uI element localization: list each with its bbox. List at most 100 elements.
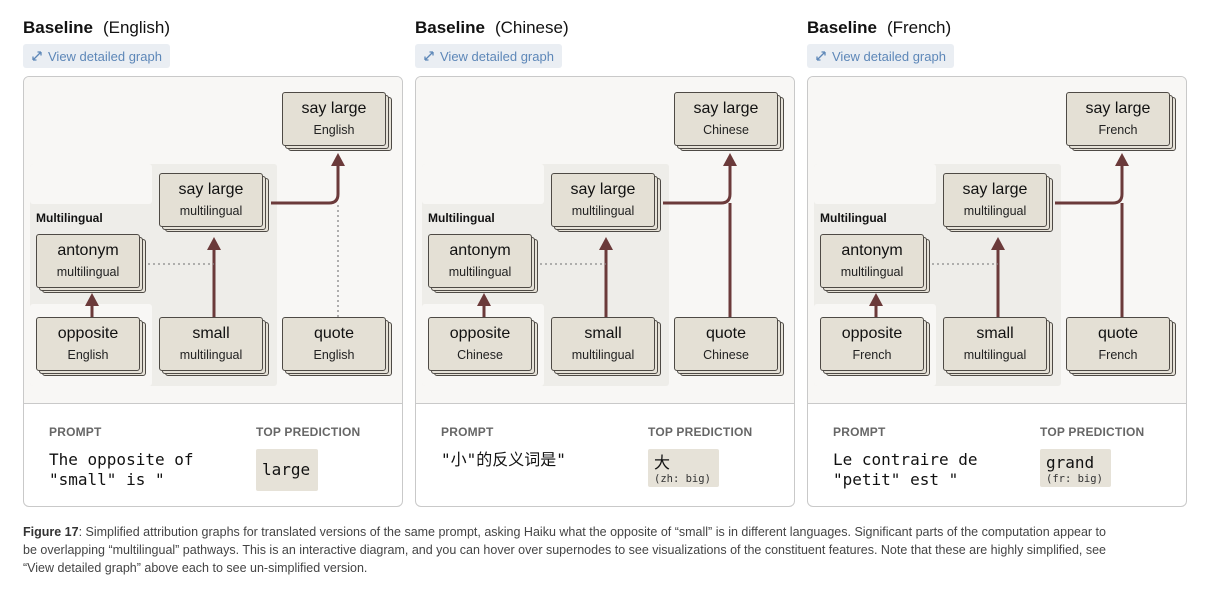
multilingual-region-label: Multilingual bbox=[820, 211, 887, 225]
prompt-area: PROMPT TOP PREDICTION The opposite of "s… bbox=[24, 405, 402, 506]
node-title: antonym bbox=[57, 242, 119, 259]
prompt-heading: PROMPT bbox=[833, 425, 886, 439]
top-prediction: 大 (zh: big) bbox=[648, 449, 719, 487]
node-title: say large bbox=[301, 100, 367, 117]
node-subtitle: English bbox=[67, 348, 109, 362]
top-prediction-heading: TOP PREDICTION bbox=[256, 425, 361, 439]
supernode-antonym[interactable]: antonym multilingual bbox=[820, 234, 930, 293]
node-title: small bbox=[192, 325, 230, 342]
node-title: quote bbox=[313, 325, 355, 342]
panel-title-main: Baseline bbox=[23, 18, 93, 37]
graph-panel-3: Baseline (French) View detailed graph Mul… bbox=[807, 14, 1187, 508]
node-title: small bbox=[976, 325, 1014, 342]
prompt-text: The opposite of "small" is " bbox=[49, 450, 194, 489]
panel-title-main: Baseline bbox=[807, 18, 877, 37]
node-title: say large bbox=[1085, 100, 1151, 117]
node-subtitle: multilingual bbox=[571, 204, 635, 218]
node-title: antonym bbox=[449, 242, 511, 259]
region-cutout-top bbox=[814, 164, 936, 204]
figure-caption-text: : Simplified attribution graphs for tran… bbox=[23, 525, 1107, 575]
prompt-area: PROMPT TOP PREDICTION Le contraire de "p… bbox=[808, 405, 1186, 506]
prompt-text: "小"的反义词是" bbox=[441, 450, 566, 469]
supernode-small[interactable]: small multilingual bbox=[159, 317, 269, 376]
view-detailed-graph-button[interactable]: View detailed graph bbox=[807, 44, 954, 68]
node-title: opposite bbox=[449, 325, 511, 342]
view-detailed-graph-label: View detailed graph bbox=[832, 48, 946, 64]
node-subtitle: multilingual bbox=[963, 348, 1027, 362]
graph-edges bbox=[477, 153, 737, 317]
expand-icon bbox=[422, 49, 436, 63]
supernode-antonym[interactable]: antonym multilingual bbox=[36, 234, 146, 293]
arrowhead-say-large-language bbox=[1115, 153, 1129, 166]
top-prediction-token: 大 bbox=[654, 453, 671, 472]
view-detailed-graph-button[interactable]: View detailed graph bbox=[23, 44, 170, 68]
node-subtitle: multilingual bbox=[56, 265, 120, 279]
edge-say-large-multilingual-to-language bbox=[1055, 164, 1124, 205]
view-detailed-graph-button[interactable]: View detailed graph bbox=[415, 44, 562, 68]
node-title: quote bbox=[1097, 325, 1139, 342]
arrowhead-say-large-multilingual bbox=[599, 237, 613, 250]
node-subtitle: multilingual bbox=[963, 204, 1027, 218]
arrowhead-antonym bbox=[477, 293, 491, 306]
figure-label: Figure 17 bbox=[23, 525, 79, 539]
node-subtitle: English bbox=[313, 348, 355, 362]
multilingual-region-label: Multilingual bbox=[36, 211, 103, 225]
edge-say-large-multilingual-to-language bbox=[271, 164, 340, 205]
node-subtitle: multilingual bbox=[179, 348, 243, 362]
arrowhead-say-large-language bbox=[723, 153, 737, 166]
edge-say-large-multilingual-to-language bbox=[663, 164, 732, 205]
node-subtitle: Chinese bbox=[703, 348, 749, 362]
arrowhead-say-large-language bbox=[331, 153, 345, 166]
top-prediction-heading: TOP PREDICTION bbox=[648, 425, 753, 439]
node-title: quote bbox=[705, 325, 747, 342]
prompt-area: PROMPT TOP PREDICTION "小"的反义词是" 大 (zh: b… bbox=[416, 405, 794, 506]
node-subtitle: multilingual bbox=[840, 265, 904, 279]
panel-title: Baseline(Chinese) bbox=[415, 18, 569, 38]
panel-title-language: (French) bbox=[886, 18, 952, 37]
graph-panel-2: Baseline(Chinese) View detailed graph Mu… bbox=[415, 14, 795, 508]
node-subtitle: French bbox=[1098, 123, 1138, 137]
node-subtitle: French bbox=[852, 348, 892, 362]
node-subtitle: Chinese bbox=[703, 123, 749, 137]
node-title: antonym bbox=[841, 242, 903, 259]
top-prediction-gloss: (fr: big) bbox=[1046, 473, 1103, 485]
node-title: opposite bbox=[841, 325, 903, 342]
graph-panel-1: Baseline (English) View detailed graph Mu… bbox=[23, 14, 403, 508]
panel-title: Baseline (English) bbox=[23, 18, 170, 38]
node-title: say large bbox=[693, 100, 759, 117]
node-subtitle: English bbox=[313, 123, 355, 137]
node-subtitle: multilingual bbox=[179, 204, 243, 218]
node-subtitle: French bbox=[1098, 348, 1138, 362]
top-prediction-gloss: (zh: big) bbox=[654, 473, 711, 485]
prompt-heading: PROMPT bbox=[49, 425, 102, 439]
node-title: say large bbox=[962, 181, 1028, 198]
top-prediction-token: grand bbox=[1046, 453, 1095, 472]
region-cutout-top bbox=[422, 164, 544, 204]
supernode-small[interactable]: small multilingual bbox=[943, 317, 1053, 376]
view-detailed-graph-label: View detailed graph bbox=[440, 48, 554, 64]
arrowhead-say-large-multilingual bbox=[991, 237, 1005, 250]
supernode-say-large-multilingual[interactable]: say large multilingual bbox=[943, 173, 1053, 232]
arrowhead-antonym bbox=[85, 293, 99, 306]
panel-title-language: (Chinese) bbox=[494, 18, 569, 37]
arrowhead-say-large-multilingual bbox=[207, 237, 221, 250]
top-prediction-token: large bbox=[262, 460, 311, 479]
panel-title-language: (English) bbox=[102, 18, 171, 37]
